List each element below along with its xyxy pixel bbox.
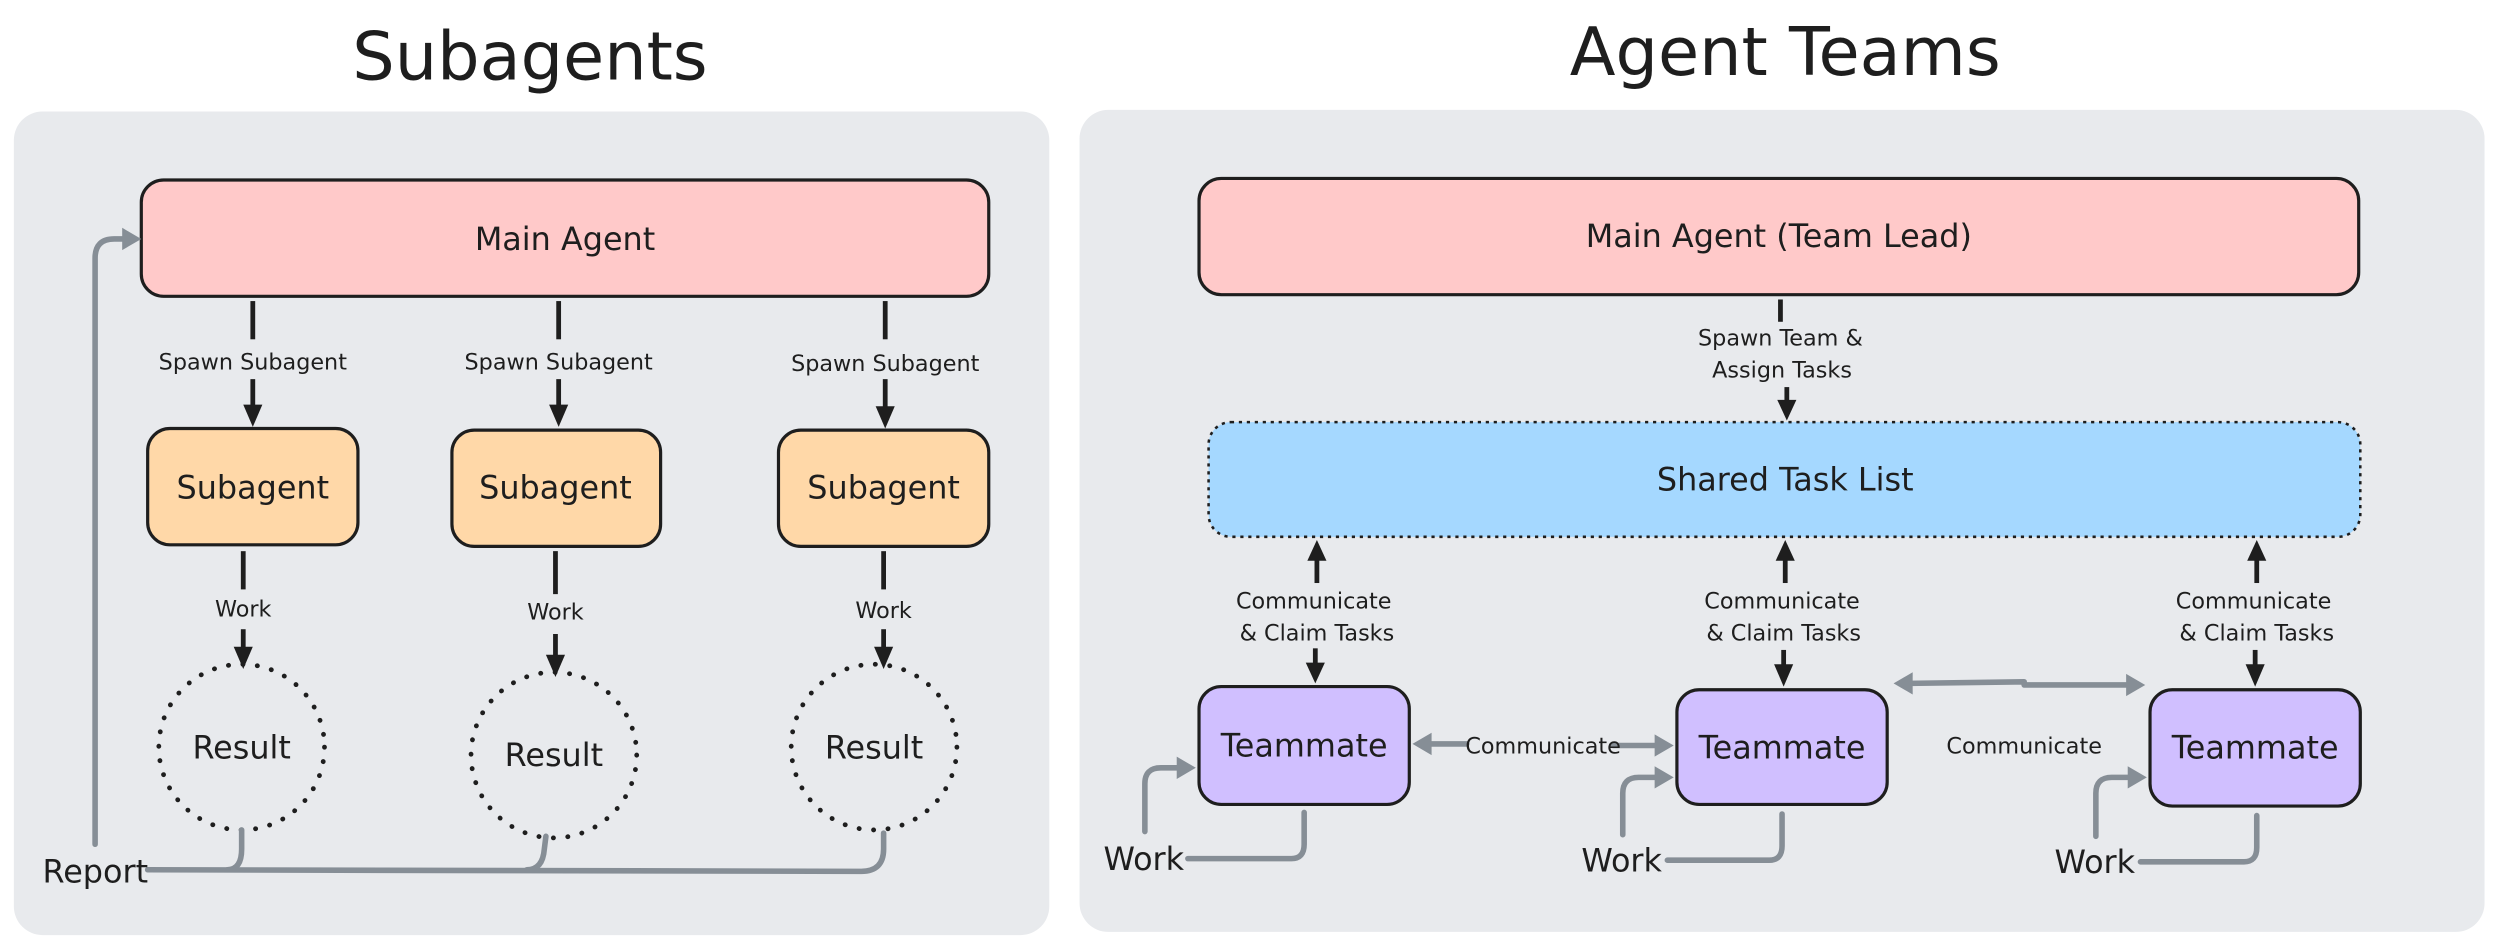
subagent-label-1: Subagent (176, 469, 329, 507)
subagent-box-1: Subagent (146, 426, 360, 547)
subagent-box-3: Subagent (776, 428, 991, 548)
work-arrow-1 (233, 551, 253, 670)
claim-arrow-3 (2245, 540, 2267, 687)
work-loop-1 (1142, 756, 1307, 862)
report-connector (92, 227, 887, 875)
claim-arrow-1 (1305, 540, 1327, 684)
result-label-1: Result (192, 728, 290, 766)
subagent-box-2: Subagent (450, 428, 663, 548)
teammate-label-2: Teammate (1698, 728, 1866, 766)
spawn-arrow-2 (549, 301, 569, 427)
claim-label-3-line1: Communicate (2176, 589, 2332, 615)
spawn-team-arrow (1777, 299, 1797, 421)
work-loop-label-3: Work (2054, 843, 2135, 881)
teammate-label-1: Teammate (1220, 727, 1388, 765)
result-circle-2: Result (468, 669, 640, 841)
teammate-box-3: Teammate (2148, 688, 2362, 808)
result-circle-3: Result (788, 661, 960, 833)
communicate-label-1: Communicate (1465, 733, 1620, 759)
work-loop-label-2: Work (1581, 841, 1662, 879)
work-loop-2 (1619, 766, 1785, 863)
communicate-arrow-2-3 (1893, 672, 2146, 697)
result-label-3: Result (825, 728, 923, 766)
work-loop-label-1: Work (1103, 840, 1184, 878)
communicate-label-2: Communicate (1946, 733, 2102, 759)
shared-task-list-box: Shared Task List (1207, 420, 2362, 539)
claim-label-2-line2: & Claim Tasks (1706, 620, 1861, 646)
team-lead-label: Main Agent (Team Lead) (1586, 217, 1972, 255)
communicate-arrow-1-2 (1412, 732, 1674, 757)
claim-arrow-2 (1774, 540, 1795, 687)
spawn-team-label-line2: Assign Tasks (1712, 358, 1852, 384)
claim-label-2-line1: Communicate (1704, 589, 1860, 615)
work-label-3: Work (855, 598, 912, 624)
teammate-label-3: Teammate (2171, 728, 2339, 766)
spawn-arrow-3 (875, 301, 895, 429)
subagent-label-3: Subagent (807, 469, 960, 507)
agent-teams-title: Agent Teams (1570, 13, 2001, 91)
spawn-label-1: Spawn Subagent (159, 350, 348, 376)
shared-task-list-label: Shared Task List (1657, 461, 1914, 499)
spawn-label-3: Spawn Subagent (791, 351, 980, 377)
teammate-box-1: Teammate (1197, 684, 1411, 807)
team-lead-box: Main Agent (Team Lead) (1197, 176, 2361, 297)
work-arrow-2 (545, 551, 566, 678)
teammate-box-2: Teammate (1675, 688, 1889, 807)
report-label: Report (43, 853, 149, 891)
spawn-arrow-1 (243, 301, 263, 427)
work-label-1: Work (215, 596, 272, 622)
spawn-label-2: Spawn Subagent (465, 350, 654, 376)
subagent-label-2: Subagent (479, 469, 632, 507)
spawn-team-label-line1: Spawn Team & (1698, 326, 1863, 352)
claim-label-1-line2: & Claim Tasks (1240, 620, 1395, 646)
main-agent-box: Main Agent (139, 178, 991, 298)
main-agent-label: Main Agent (475, 220, 655, 258)
work-label-2: Work (527, 600, 584, 626)
subagents-title: Subagents (352, 18, 707, 96)
claim-label-3-line2: & Claim Tasks (2179, 620, 2334, 646)
work-loop-3 (2093, 766, 2260, 865)
result-label-2: Result (505, 736, 603, 774)
claim-label-1-line1: Communicate (1236, 589, 1391, 615)
work-arrow-3 (874, 551, 894, 670)
